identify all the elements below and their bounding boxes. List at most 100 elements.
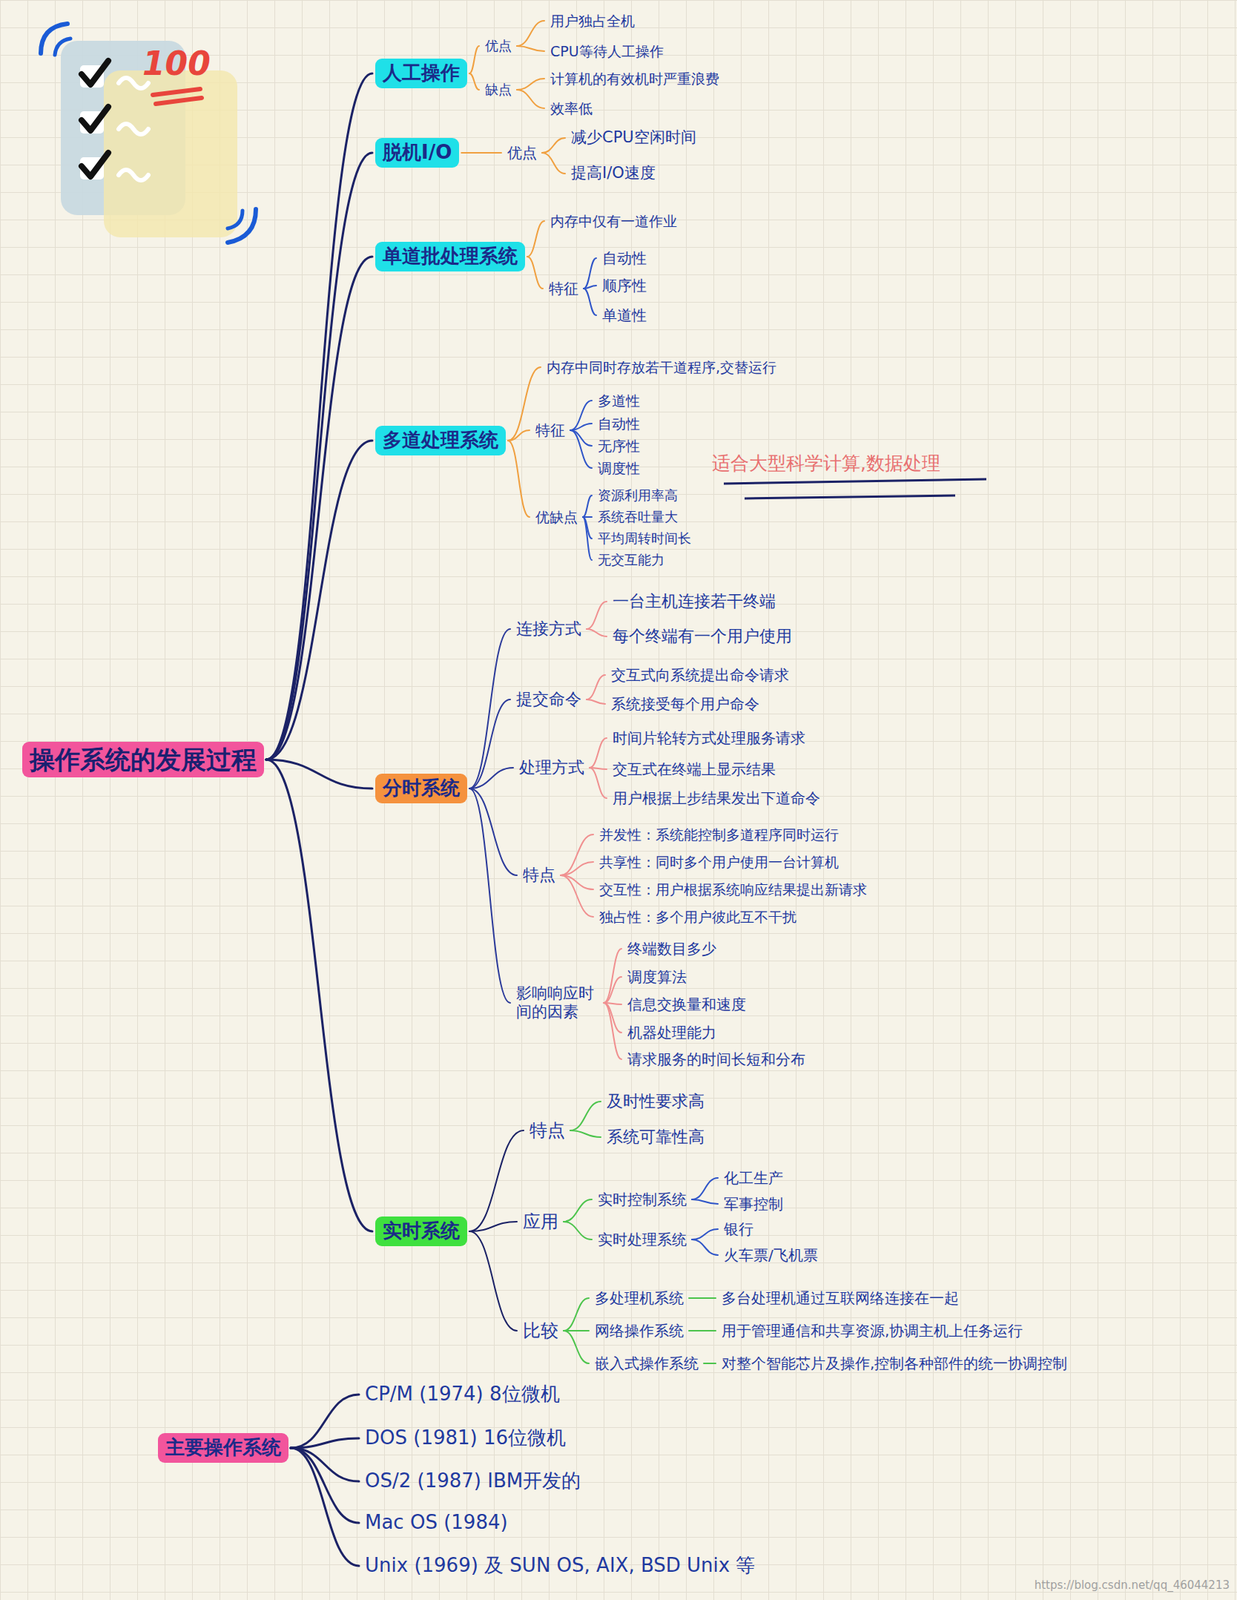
score-underline: [155, 97, 202, 104]
branch-line: [570, 1130, 601, 1137]
node-text: 每个终端有一个用户使用: [612, 626, 793, 646]
node-text: DOS (1981) 16位微机: [364, 1426, 566, 1450]
icon-card: [103, 70, 238, 238]
branch-text: 优点: [482, 36, 515, 56]
checklist-icon: [40, 23, 256, 243]
branch-text: 缺点: [482, 80, 515, 100]
node-text: 用户根据上步结果发出下道命令: [612, 789, 821, 807]
branch-line: [266, 152, 373, 760]
branch-line: [563, 1297, 589, 1331]
branch-text: 用户根据上步结果发出下道命令: [609, 787, 824, 809]
score-label: 100: [142, 44, 211, 84]
branch-text: 影响响应时间的因素: [513, 982, 602, 1023]
branch-line: [603, 976, 622, 1003]
node-text: 多道处理系统: [382, 428, 499, 452]
branch-text: 网络操作系统: [591, 1320, 687, 1341]
node-text: 用户独占全机: [550, 12, 635, 30]
node-text: 特点: [529, 1119, 566, 1142]
node-text: 军事控制: [723, 1194, 784, 1213]
branch-text: 用户独占全机: [547, 11, 638, 32]
branch-text: 及时性要求高: [603, 1090, 708, 1113]
branch-line: [469, 767, 514, 789]
node-text: Mac OS (1984): [364, 1510, 509, 1534]
node-text: 对整个智能芯片及操作,控制各种部件的统一协调控制: [721, 1354, 1068, 1372]
node-text: 系统吞吐量大: [597, 508, 678, 526]
branch-text: CP/M (1974) 8位微机: [361, 1380, 563, 1407]
branch-text: 实时处理系统: [594, 1228, 690, 1250]
node-text: 顺序性: [602, 276, 647, 295]
branch-line: [583, 285, 597, 289]
branch-text: 提高I/O速度: [568, 162, 659, 184]
branch-text: OS/2 (1987) IBM开发的: [361, 1467, 584, 1494]
node-text: 分时系统: [382, 776, 460, 800]
node-text: 独占性：多个用户彼此互不干扰: [599, 908, 797, 926]
branch-line: [570, 430, 592, 468]
node-text: 平均周转时间长: [597, 530, 692, 547]
node-text: 单道批处理系统: [382, 244, 518, 268]
branch-text: 请求服务的时间长短和分布: [624, 1048, 809, 1070]
branch-text: 时间片轮转方式处理服务请求: [609, 727, 809, 749]
branch-line: [589, 767, 607, 798]
node-text: CP/M (1974) 8位微机: [364, 1382, 560, 1406]
node-text: 无序性: [597, 437, 641, 455]
node-text: 实时系统: [382, 1219, 460, 1243]
branch-text: 并发性：系统能控制多道程序同时运行: [596, 824, 842, 845]
node-text: 实时控制系统: [597, 1190, 687, 1209]
node-text: 系统可靠性高: [606, 1127, 705, 1147]
node-text: 比较: [522, 1320, 559, 1342]
branch-text: 用于管理通信和共享资源,协调主机上任务运行: [718, 1320, 1026, 1341]
branch-text: 交互式向系统提出命令请求: [608, 664, 793, 686]
node-text: 共享性：同时多个用户使用一台计算机: [599, 853, 839, 871]
branch-line: [563, 1330, 589, 1364]
branch-line: [266, 73, 373, 760]
topic-highlight: 人工操作: [375, 58, 468, 88]
topic-highlight: 脱机I/O: [375, 137, 460, 167]
branch-text: 化工生产: [720, 1167, 787, 1189]
node-text: 网络操作系统: [594, 1321, 684, 1340]
check-mark: [81, 60, 109, 85]
branch-line: [563, 1221, 592, 1240]
branch-line: [583, 258, 597, 289]
branch-line: [586, 674, 606, 700]
node-text: 计算机的有效机时严重浪费: [550, 70, 720, 88]
branch-text: 系统吞吐量大: [594, 507, 681, 527]
node-text: OS/2 (1987) IBM开发的: [364, 1469, 581, 1493]
branch-text: 内存中仅有一道作业: [547, 211, 681, 232]
icon-tilde: [118, 123, 149, 135]
node-text: 银行: [723, 1219, 754, 1238]
node-text: 主要操作系统: [165, 1435, 282, 1459]
branch-line: [688, 1297, 716, 1299]
node-text: 多道性: [597, 392, 641, 410]
branch-line: [563, 1199, 592, 1222]
branch-line: [703, 1362, 716, 1364]
check-mark: [81, 152, 109, 177]
branch-text: 特征: [532, 419, 569, 441]
branch-text: 银行: [720, 1218, 757, 1240]
node-text: 机器处理能力: [627, 1023, 717, 1042]
branch-text: 系统可靠性高: [603, 1125, 708, 1149]
node-text: 调度性: [597, 459, 641, 477]
branch-text: 处理方式: [516, 756, 588, 779]
note-label: 适合大型科学计算,数据处理: [711, 452, 941, 475]
branch-line: [542, 152, 566, 174]
branch-text: 特点: [526, 1118, 569, 1143]
node-text: 信息交换量和速度: [627, 995, 747, 1014]
branch-line: [589, 737, 607, 768]
node-text: 交互式向系统提出命令请求: [611, 665, 790, 684]
branch-line: [469, 628, 511, 789]
node-text: 操作系统的发展过程: [29, 744, 257, 775]
branch-text: 每个终端有一个用户使用: [609, 625, 796, 648]
branch-line: [586, 699, 606, 704]
branch-text: 火车票/飞机票: [720, 1244, 821, 1266]
branch-text: 机器处理能力: [624, 1021, 720, 1043]
branch-line: [266, 256, 373, 760]
node-text: 实时处理系统: [597, 1230, 687, 1249]
branch-line: [688, 1329, 716, 1332]
branch-text: 优点: [504, 142, 540, 164]
node-text: 单道性: [602, 306, 647, 325]
node-text: 化工生产: [723, 1168, 784, 1187]
branch-line: [570, 400, 592, 431]
score-underline: [152, 88, 201, 95]
watermark: https://blog.csdn.net/qq_46044213: [1034, 1578, 1230, 1592]
